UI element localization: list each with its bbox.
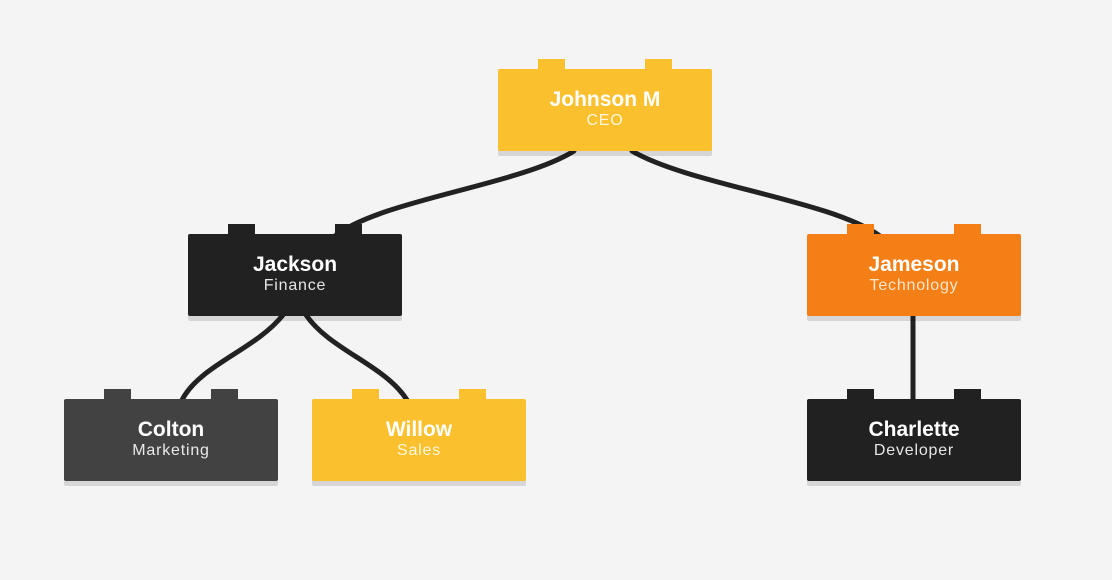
node-stud-right xyxy=(459,389,486,399)
node-stud-left xyxy=(538,59,565,69)
node-stud-right xyxy=(954,224,981,234)
node-name: Colton xyxy=(137,418,205,441)
org-node-charlette[interactable]: Charlette Developer xyxy=(807,389,1021,481)
node-name: Willow xyxy=(385,418,453,441)
node-name: Jackson xyxy=(252,253,338,276)
connector-jackson-colton xyxy=(179,312,286,403)
node-role: Marketing xyxy=(132,442,210,459)
node-role: Developer xyxy=(873,442,955,459)
node-stud-left xyxy=(104,389,131,399)
node-role: CEO xyxy=(586,112,624,129)
node-name: Johnson M xyxy=(549,88,661,111)
connector-johnson-jackson xyxy=(332,148,577,239)
node-stud-left xyxy=(847,389,874,399)
node-stud-right xyxy=(645,59,672,69)
node-role: Technology xyxy=(869,277,959,294)
org-node-jackson[interactable]: Jackson Finance xyxy=(188,224,402,316)
node-role: Finance xyxy=(263,277,327,294)
node-stud-left xyxy=(228,224,255,234)
org-node-johnson[interactable]: Johnson M CEO xyxy=(498,59,712,151)
node-stud-left xyxy=(352,389,379,399)
node-stud-right xyxy=(954,389,981,399)
connector-jackson-willow xyxy=(303,312,410,403)
node-name: Jameson xyxy=(868,253,960,276)
node-stud-right xyxy=(211,389,238,399)
connector-johnson-jameson xyxy=(629,148,883,239)
node-role: Sales xyxy=(396,442,442,459)
node-stud-left xyxy=(847,224,874,234)
org-node-willow[interactable]: Willow Sales xyxy=(312,389,526,481)
org-node-jameson[interactable]: Jameson Technology xyxy=(807,224,1021,316)
org-node-colton[interactable]: Colton Marketing xyxy=(64,389,278,481)
node-name: Charlette xyxy=(868,418,960,441)
node-stud-right xyxy=(335,224,362,234)
